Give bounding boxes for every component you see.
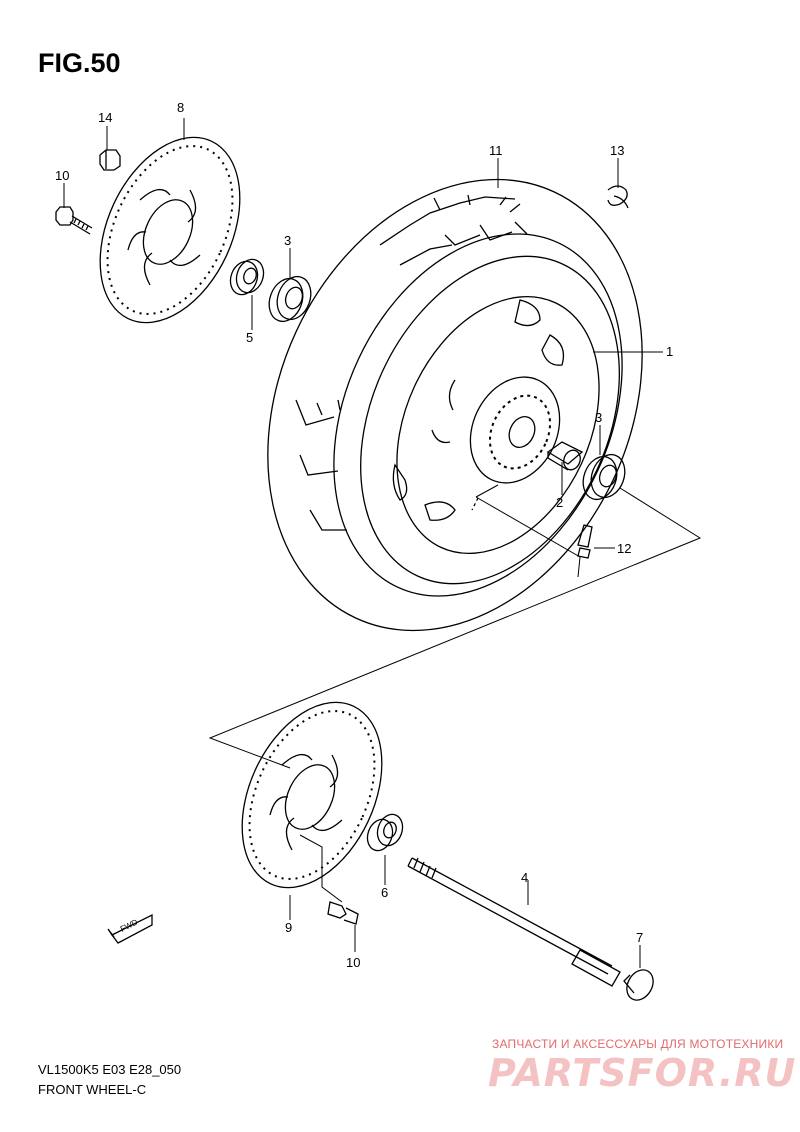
- assembly-guide-lines: [208, 484, 702, 769]
- callout-12: 12: [617, 541, 632, 556]
- callout-9: 9: [285, 920, 293, 935]
- figure-title: FIG.50: [38, 48, 121, 78]
- bearing-3-lower: [582, 453, 626, 501]
- bolt-10-upper: [55, 206, 93, 235]
- bearing-3-upper: [268, 275, 312, 323]
- leader-lines: [63, 118, 663, 968]
- callout-1: 1: [666, 344, 674, 359]
- bolt-10-lower: [327, 901, 359, 925]
- callout-8: 8: [177, 100, 185, 115]
- callout-3-lower: 3: [595, 410, 603, 425]
- brake-disc-lower: [241, 701, 383, 889]
- callout-5: 5: [246, 330, 254, 345]
- callout-13: 13: [610, 143, 625, 158]
- callout-4: 4: [521, 870, 529, 885]
- watermark-logo: PARTSFOR.RU: [488, 1051, 797, 1095]
- brake-disc-upper: [99, 136, 241, 324]
- clip-13: [607, 185, 629, 209]
- callout-3-upper: 3: [284, 233, 292, 248]
- callout-14: 14: [98, 110, 113, 125]
- callout-7: 7: [636, 930, 644, 945]
- wheel-tire-assembly: [267, 178, 643, 632]
- section-title: FRONT WHEEL-C: [38, 1082, 147, 1097]
- spacer-5: [229, 258, 265, 296]
- valve-12: [577, 524, 593, 559]
- callout-10-upper: 10: [55, 168, 70, 183]
- model-line: VL1500K5 E03 E28_050: [38, 1062, 182, 1077]
- spacer-6: [366, 813, 404, 852]
- callout-10-lower: 10: [346, 955, 361, 970]
- fwd-arrow-icon: FWD: [107, 913, 153, 944]
- nut-14: [99, 149, 121, 171]
- callout-6: 6: [381, 885, 389, 900]
- spacer-2: [546, 441, 584, 471]
- callout-11: 11: [489, 143, 503, 158]
- axle-4: [407, 857, 621, 987]
- callout-2: 2: [556, 495, 564, 510]
- cap-7: [623, 969, 654, 1001]
- watermark-tagline: ЗАПЧАСТИ И АКСЕССУАРЫ ДЛЯ МОТОТЕХНИКИ: [492, 1037, 784, 1051]
